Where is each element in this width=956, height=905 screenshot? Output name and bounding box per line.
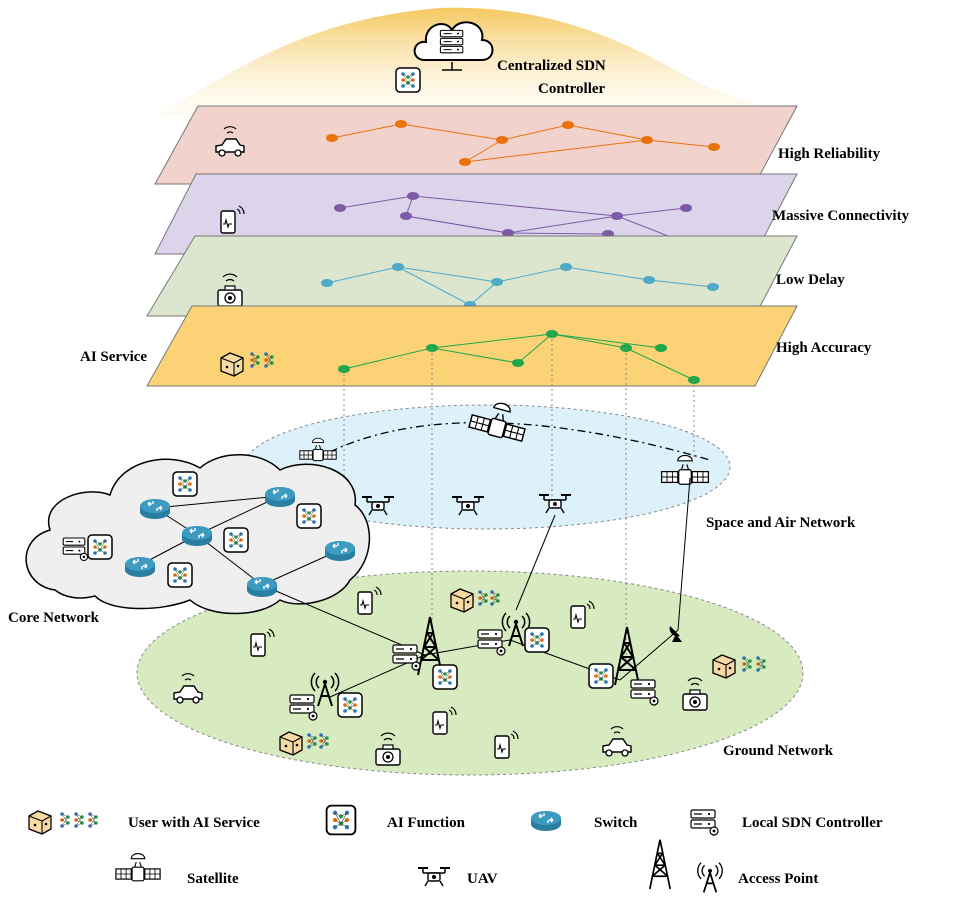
ai-function-icon <box>172 471 198 497</box>
legend-satellite-icon <box>115 853 161 882</box>
ai-user-icon <box>450 588 474 613</box>
ai-function-icon <box>588 663 614 689</box>
switch-icon <box>264 486 296 508</box>
ai-function-icon <box>87 534 113 560</box>
layer-label-high-accuracy: High Accuracy <box>776 340 872 356</box>
ai-user-icon <box>712 654 736 679</box>
layer-label-massive-connectivity: Massive Connectivity <box>772 208 910 224</box>
legend-label-local-sdn: Local SDN Controller <box>742 815 883 831</box>
region-label-space-air: Space and Air Network <box>706 515 856 531</box>
ai-function-icon <box>337 692 363 718</box>
switch-icon <box>124 556 156 578</box>
ground-dish-icon <box>669 626 682 642</box>
switch-icon <box>324 540 356 562</box>
legend-local-sdn-controller-icon <box>690 809 719 836</box>
legend-label-user-ai: User with AI Service <box>128 815 260 831</box>
legend-label-satellite: Satellite <box>187 871 239 887</box>
layer-high-reliability <box>154 105 798 185</box>
layer-label-low-delay: Low Delay <box>776 272 845 288</box>
controller-title-line1: Centralized SDN <box>497 58 606 74</box>
layer-high-accuracy <box>146 305 798 387</box>
ai-function-icon <box>223 527 249 553</box>
ai-user-icon <box>220 352 244 377</box>
switch-icon <box>181 525 213 547</box>
ai-function-icon <box>296 503 322 529</box>
region-label-core: Core Network <box>8 610 100 626</box>
legend-label-switch: Switch <box>594 815 638 831</box>
controller-title-line2: Controller <box>538 81 606 97</box>
switch-icon <box>139 498 171 520</box>
controller-glow <box>150 7 820 119</box>
ai-function-icon <box>524 627 550 653</box>
legend-label-uav: UAV <box>467 871 498 887</box>
legend-switch-icon <box>530 810 562 832</box>
ai-service-label: AI Service <box>80 349 147 365</box>
region-label-ground: Ground Network <box>723 743 834 759</box>
legend-access-tower-icon <box>648 838 672 890</box>
ai-function-icon <box>432 664 458 690</box>
legend-label-access-point: Access Point <box>738 871 818 887</box>
ground-network-region <box>136 570 804 776</box>
legend-label-ai-function: AI Function <box>387 815 466 831</box>
legend-ai-function-icon <box>325 804 357 836</box>
legend-uav-icon <box>417 867 451 887</box>
legend-access-point-icon <box>696 861 724 894</box>
layer-label-high-reliability: High Reliability <box>778 146 881 162</box>
switch-icon <box>246 576 278 598</box>
layer-low-delay <box>146 235 798 317</box>
centralized-sdn-controller <box>395 21 494 93</box>
layer-projection-lines <box>343 334 695 665</box>
ai-function-icon <box>395 67 421 93</box>
legend: User with AI Service AI Function Switch … <box>28 804 883 894</box>
ai-user-icon <box>279 731 303 756</box>
legend-ai-user-icon <box>28 810 52 835</box>
ai-function-icon <box>167 562 193 588</box>
